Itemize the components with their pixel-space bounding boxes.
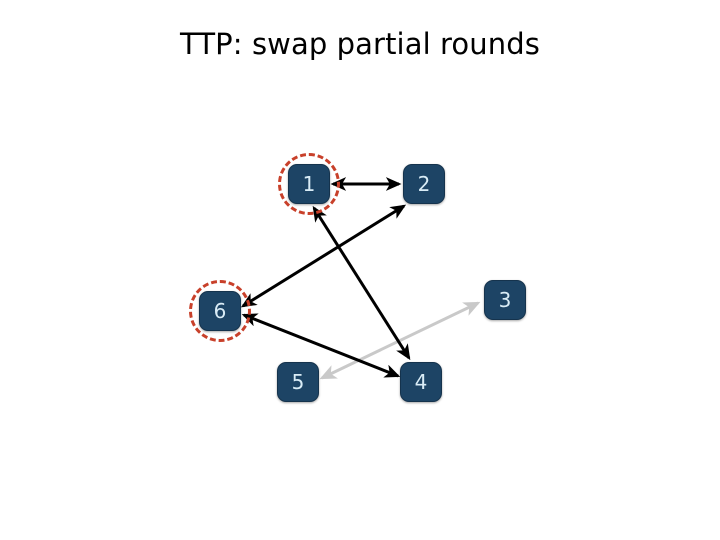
- edge-1-4: [312, 205, 411, 361]
- node-3-label: 3: [498, 288, 512, 312]
- node-5-label: 5: [291, 370, 305, 394]
- page-title: TTP: swap partial rounds: [180, 27, 540, 61]
- node-2-label: 2: [417, 172, 431, 196]
- node-1[interactable]: 1: [288, 164, 330, 204]
- highlight-ring-node-6: [189, 280, 251, 342]
- edge-6-4: [241, 313, 401, 378]
- node-3[interactable]: 3: [484, 280, 526, 320]
- highlight-ring-node-1: [278, 153, 340, 215]
- node-6[interactable]: 6: [199, 291, 241, 331]
- node-1-label: 1: [302, 172, 316, 196]
- node-2[interactable]: 2: [403, 164, 445, 204]
- node-4[interactable]: 4: [400, 362, 442, 402]
- node-5[interactable]: 5: [277, 362, 319, 402]
- node-4-label: 4: [414, 370, 428, 394]
- node-6-label: 6: [213, 299, 227, 323]
